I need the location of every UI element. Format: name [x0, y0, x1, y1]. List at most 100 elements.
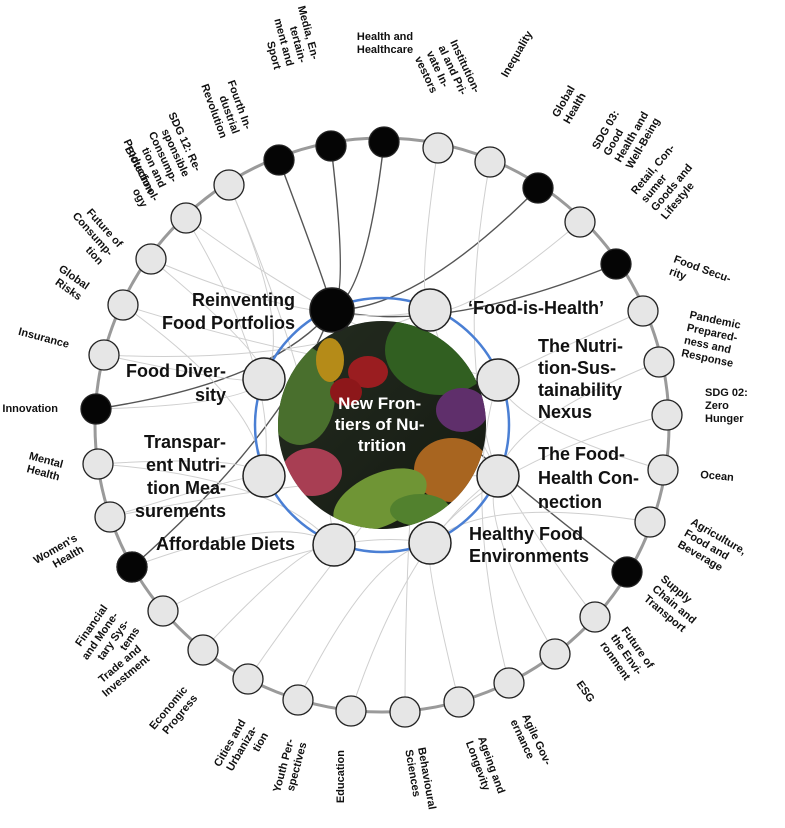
topic-label-group: GlobalRisks: [49, 263, 91, 303]
key-issue-node-transparent-measurements[interactable]: [242, 454, 286, 498]
topic-node-economic-progress[interactable]: [187, 634, 219, 666]
link-line: [202, 543, 335, 651]
topic-label-global-health[interactable]: GlobalHealth: [550, 84, 589, 126]
topic-node-health-healthcare[interactable]: [368, 126, 400, 158]
topic-node-agriculture[interactable]: [634, 506, 666, 538]
key-issue-node-food-is-health[interactable]: [408, 288, 452, 332]
topic-node-financial-active[interactable]: [116, 551, 148, 583]
topic-node-inequality[interactable]: [474, 146, 506, 178]
topic-node-global-risks[interactable]: [107, 289, 139, 321]
topic-node-future-environment[interactable]: [579, 601, 611, 633]
topic-label-future-consumption[interactable]: Future ofConsump-tion: [60, 202, 125, 268]
topic-label-group: Media, En-tertain-ment andSport: [257, 5, 321, 72]
topic-label-behavioural[interactable]: BehaviouralSciences: [402, 746, 438, 812]
link-line: [331, 263, 617, 318]
topic-node-sdg03[interactable]: [564, 206, 596, 238]
topic-label-youth[interactable]: Youth Per-spectives: [271, 737, 309, 797]
key-issue-label-food-health-connection[interactable]: The Food-Health Con-nection: [538, 444, 639, 512]
key-issue-label-affordable-diets[interactable]: Affordable Diets: [156, 534, 295, 554]
topic-label-mental-health[interactable]: MentalHealth: [24, 450, 64, 483]
topic-label-group: Youth Per-spectives: [271, 737, 309, 797]
topic-label-womens-health[interactable]: Women'sHealth: [32, 532, 87, 578]
topic-label-global-risks[interactable]: GlobalRisks: [49, 263, 91, 303]
topic-node-youth[interactable]: [282, 684, 314, 716]
link-line: [185, 217, 267, 477]
center-title: New Fron- tiers of Nu- trition: [335, 394, 429, 455]
topic-label-group: Ocean: [700, 469, 735, 484]
topic-label-group: MentalHealth: [24, 450, 64, 483]
topic-node-behavioural[interactable]: [389, 696, 421, 728]
topic-node-education[interactable]: [335, 695, 367, 727]
key-issue-label-food-is-health[interactable]: ‘Food-is-Health’: [468, 298, 604, 318]
topic-node-ageing[interactable]: [443, 686, 475, 718]
key-issue-node-food-health-connection[interactable]: [476, 454, 520, 498]
topic-label-fourth-ir[interactable]: Fourth In-dustrialRevolution: [198, 74, 253, 141]
topic-label-ageing[interactable]: Ageing andLongevity: [463, 735, 507, 800]
topic-node-global-health[interactable]: [522, 172, 554, 204]
topic-label-sdg03[interactable]: SDG 03:GoodHealth andWell-Being: [590, 96, 662, 171]
topic-label-esg[interactable]: ESG: [574, 679, 597, 705]
topic-node-institutional-investors[interactable]: [422, 132, 454, 164]
topic-label-cities[interactable]: Cities andUrbaniza-tion: [212, 717, 271, 782]
topic-label-ocean[interactable]: Ocean: [700, 469, 735, 484]
topic-node-food-security[interactable]: [627, 295, 659, 327]
key-issue-label-food-diversity[interactable]: Food Diver-sity: [126, 361, 226, 405]
key-issue-label-line: tainability: [538, 380, 622, 400]
topic-node-agile-governance[interactable]: [493, 667, 525, 699]
key-issue-node-nutrition-sustainability[interactable]: [476, 358, 520, 402]
key-issue-node-affordable-diets[interactable]: [312, 523, 356, 567]
topic-label-line: Insurance: [17, 326, 70, 351]
topic-node-cities[interactable]: [232, 663, 264, 695]
key-issue-label-transparent-measurements[interactable]: Transpar-ent Nutri-tion Mea-surements: [135, 432, 226, 521]
topic-label-line: Ocean: [700, 469, 735, 484]
topic-label-innovation[interactable]: Innovation: [2, 403, 58, 415]
topic-label-line: SDG 02:: [705, 387, 748, 399]
key-issue-node-healthy-environments[interactable]: [408, 521, 452, 565]
topic-node-womens-health[interactable]: [94, 501, 126, 533]
topic-label-group: Agile Gov-ernance: [507, 712, 553, 773]
topic-label-supply-chain[interactable]: SupplyChain andTransport: [641, 573, 706, 636]
topic-label-agile-governance[interactable]: Agile Gov-ernance: [507, 712, 553, 773]
topic-node-mental-health[interactable]: [82, 448, 114, 480]
topic-node-retail-consumer[interactable]: [600, 248, 632, 280]
key-issue-node-reinventing[interactable]: [309, 287, 355, 333]
topic-label-inequality[interactable]: Inequality: [499, 28, 536, 79]
topic-label-institutional-investors[interactable]: Institution-al and Pri-vate In-vestors: [412, 38, 482, 111]
topic-label-education[interactable]: Education: [335, 750, 347, 803]
topic-node-esg[interactable]: [539, 638, 571, 670]
topic-node-insurance[interactable]: [88, 339, 120, 371]
topic-node-biotechnology[interactable]: [170, 202, 202, 234]
key-issue-label-line: tion Mea-: [147, 478, 226, 498]
topic-label-food-security[interactable]: Food Secu-rity: [668, 254, 733, 298]
topic-label-pandemic[interactable]: PandemicPrepared-ness andResponse: [680, 309, 742, 370]
key-issue-node-food-diversity[interactable]: [242, 357, 286, 401]
topic-node-ocean[interactable]: [647, 454, 679, 486]
topic-node-fourth-ir[interactable]: [263, 144, 295, 176]
topic-node-supply-chain[interactable]: [611, 556, 643, 588]
topic-node-trade[interactable]: [147, 595, 179, 627]
topic-node-sdg12[interactable]: [213, 169, 245, 201]
topic-node-media[interactable]: [315, 130, 347, 162]
topic-label-insurance[interactable]: Insurance: [17, 326, 70, 351]
topic-label-group: SDG 12: Re-sponsibleConsump-tion andProd…: [118, 111, 204, 196]
topic-label-group: EconomicProgress: [147, 684, 200, 740]
topic-node-future-consumption[interactable]: [135, 243, 167, 275]
key-issue-label-line: Nexus: [538, 402, 592, 422]
topic-label-sdg12[interactable]: SDG 12: Re-sponsibleConsump-tion andProd…: [118, 111, 204, 196]
topic-label-group: Innovation: [2, 403, 58, 415]
key-issue-label-line: Transpar-: [144, 432, 226, 452]
topic-label-media[interactable]: Media, En-tertain-ment andSport: [257, 5, 321, 72]
topic-label-economic-progress[interactable]: EconomicProgress: [147, 684, 200, 740]
key-issue-label-line: The Nutri-: [538, 336, 623, 356]
topic-node-innovation[interactable]: [80, 393, 112, 425]
topic-label-agriculture[interactable]: Agriculture,Food andBeverage: [676, 516, 748, 580]
topic-node-sdg02[interactable]: [651, 399, 683, 431]
topic-label-future-environment[interactable]: Future ofthe Envi-ronment: [597, 625, 656, 686]
topic-node-pandemic[interactable]: [643, 346, 675, 378]
